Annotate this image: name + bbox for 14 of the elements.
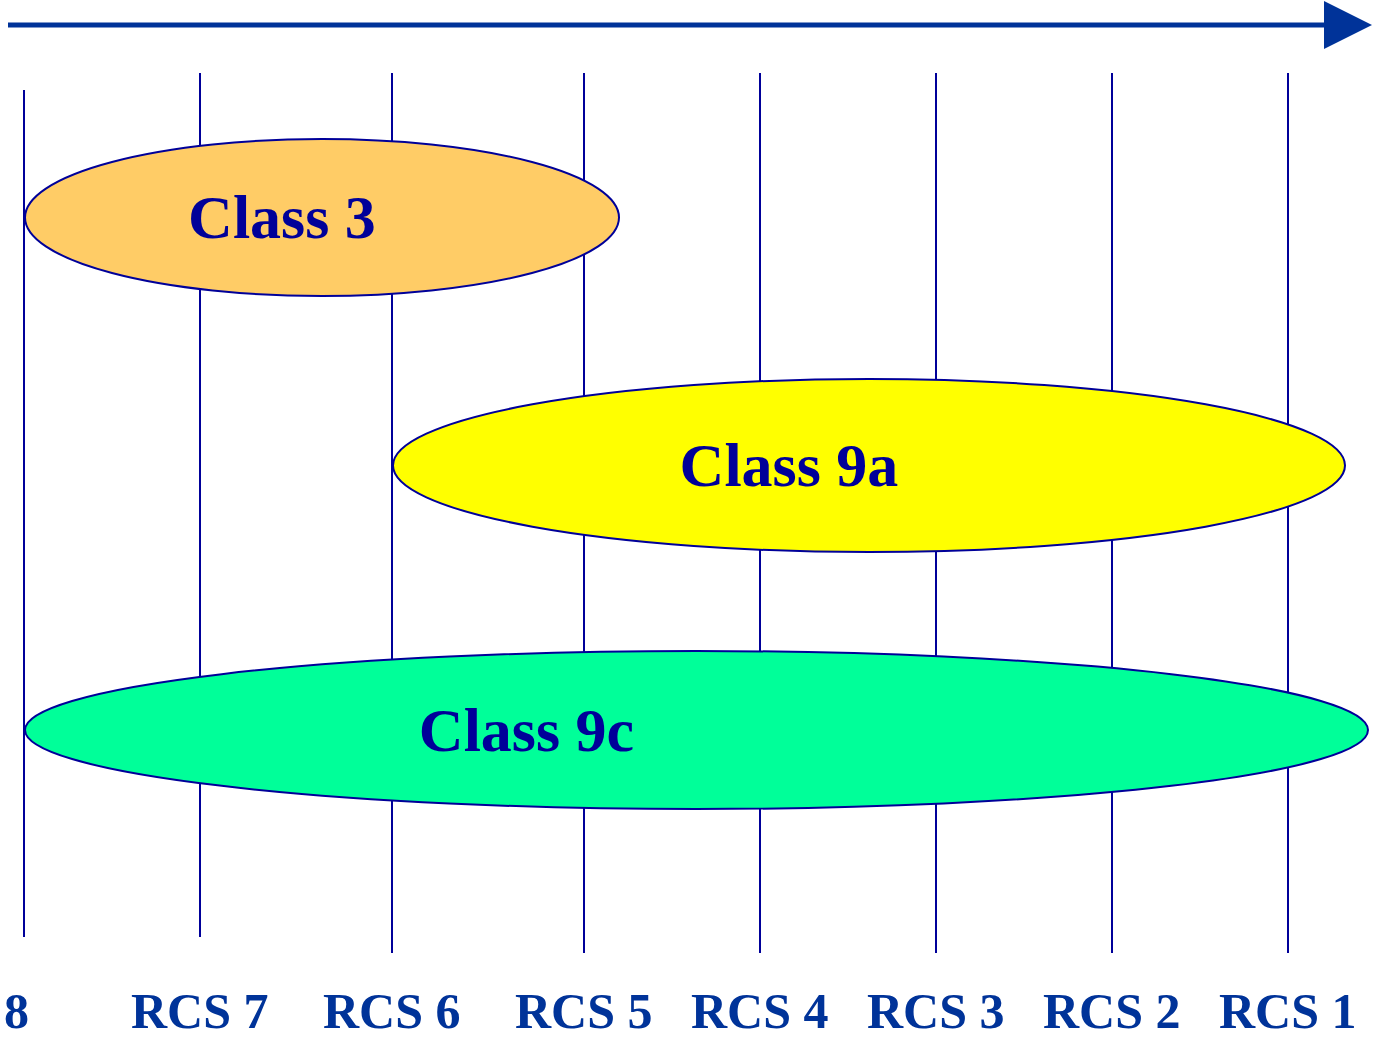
class-label: Class 9c: [418, 694, 635, 766]
range-ellipse: [24, 650, 1369, 810]
column-label: 8: [4, 982, 29, 1039]
column-label: RCS 4: [691, 982, 829, 1039]
column-label: RCS 7: [131, 982, 269, 1039]
column-label: RCS 5: [515, 982, 653, 1039]
column-label: RCS 3: [867, 982, 1005, 1039]
column-label: RCS 6: [323, 982, 461, 1039]
class-label: Class 9a: [679, 430, 899, 501]
class-label: Class 3: [188, 182, 376, 253]
column-label: RCS 2: [1043, 982, 1181, 1039]
range-ellipse: [392, 378, 1346, 553]
column-label: RCS 1: [1219, 982, 1357, 1039]
range-ellipse: [24, 138, 620, 297]
